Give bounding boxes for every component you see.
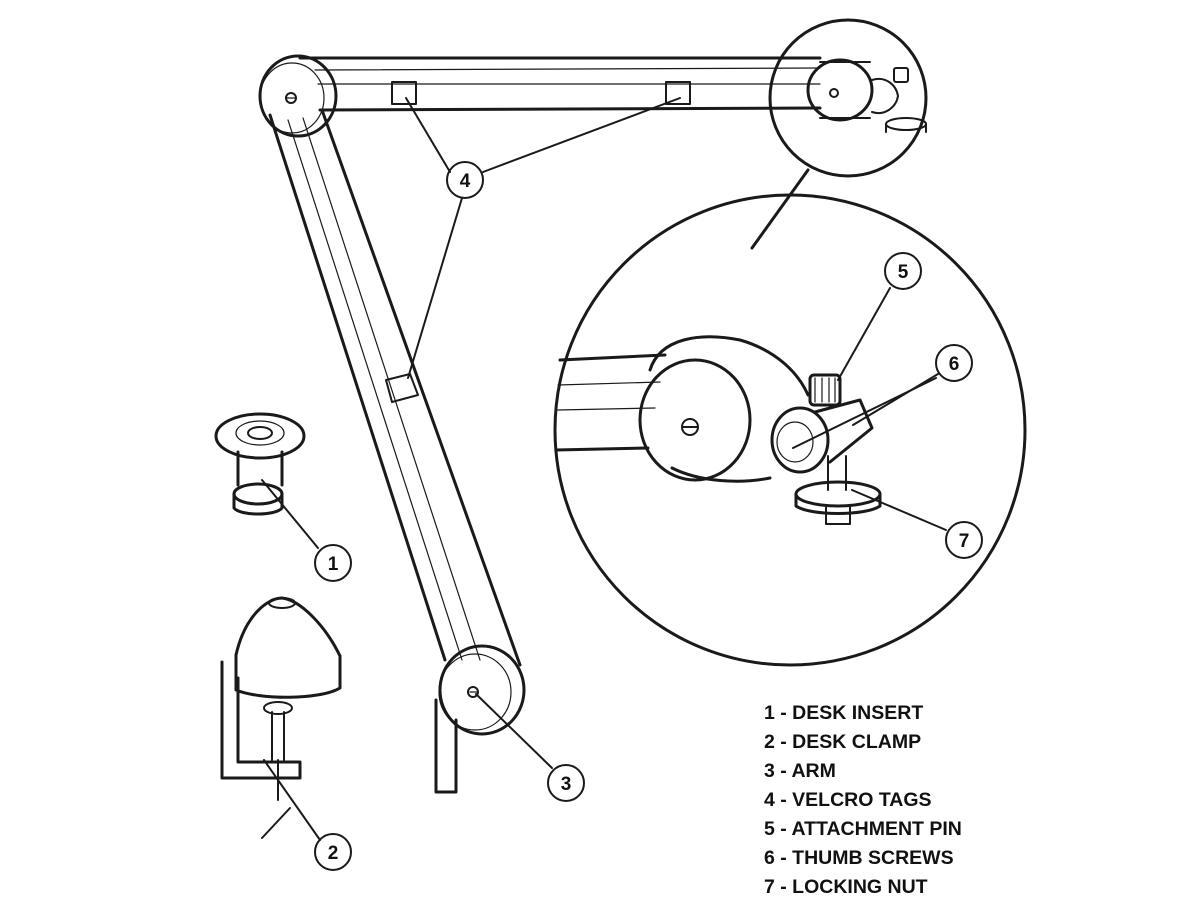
callout-3: 3 (547, 764, 585, 802)
callout-5-label: 5 (898, 262, 909, 283)
desk-clamp-part (220, 596, 342, 839)
legend-item-locking-nut: 7 - LOCKING NUT (764, 876, 928, 898)
legend-item-arm: 3 - ARM (764, 760, 836, 782)
callout-6: 6 (935, 344, 973, 382)
callout-2: 2 (314, 833, 352, 871)
top-left-joint (258, 54, 338, 138)
leader-lines (261, 97, 947, 841)
legend-item-velcro-tags: 4 - VELCRO TAGS (764, 789, 932, 811)
desk-insert-part (214, 412, 306, 516)
legend-item-attachment-pin: 5 - ATTACHMENT PIN (764, 818, 962, 840)
parts-legend: 1 - DESK INSERT 2 - DESK CLAMP 3 - ARM 4… (764, 699, 962, 902)
callout-6-label: 6 (949, 354, 960, 375)
legend-item-desk-clamp: 2 - DESK CLAMP (764, 731, 922, 753)
detail-magnifier-small (768, 18, 928, 178)
legend-item-desk-insert: 1 - DESK INSERT (764, 702, 924, 724)
bottom-joint (434, 644, 526, 794)
upper-arm (298, 56, 822, 112)
magnifier-connector (750, 168, 810, 250)
legend-item-thumb-screws: 6 - THUMB SCREWS (764, 847, 954, 869)
callout-5: 5 (884, 252, 922, 290)
callout-7: 7 (945, 521, 983, 559)
callout-4-label: 4 (460, 171, 471, 192)
callout-1: 1 (314, 544, 352, 582)
lower-arm (268, 108, 522, 667)
detail-magnifier-large (553, 193, 1027, 667)
callout-3-label: 3 (561, 774, 572, 795)
callout-4: 4 (446, 161, 484, 199)
callout-1-label: 1 (328, 554, 339, 575)
callout-7-label: 7 (959, 531, 970, 552)
callout-2-label: 2 (328, 843, 339, 864)
